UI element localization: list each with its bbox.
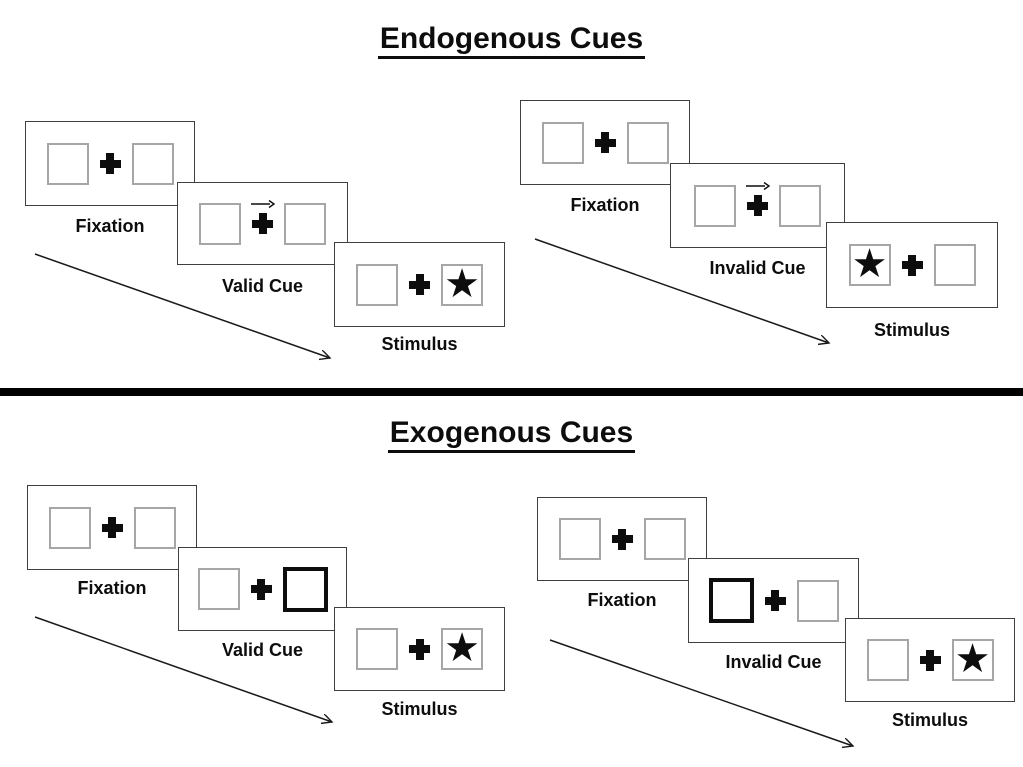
endo-invalid-fixation-label: Fixation [570,195,640,215]
endo-invalid-cue-label: Invalid Cue [709,258,806,278]
fixation-cross-icon [765,590,786,611]
fixation-cross-icon [595,132,616,153]
endo-valid-fixation-label: Fixation [75,216,145,236]
exo-valid-stimulus-panel: ★ [334,607,505,691]
left-placeholder-box [356,628,398,670]
left-placeholder-box [46,142,89,185]
right-placeholder-box [284,202,326,245]
exo-valid-timeline-arrow [34,616,332,722]
right-placeholder-box [133,506,176,549]
left-placeholder-box [197,568,240,610]
fixation-cross-icon [612,529,633,550]
fixation-cross-icon [409,639,430,660]
endo-valid-fixation-panel [25,121,195,206]
endo-valid-stimulus-panel: ★ [334,242,505,327]
exo-valid-cue-label: Valid Cue [221,640,304,660]
exo-valid-fixation-label: Fixation [77,578,147,598]
endo-invalid-cue-panel [670,163,845,248]
fixation-cross-icon [102,517,123,538]
left-placeholder-box [541,121,584,164]
fixation-cross-icon [100,153,121,174]
exogenous-title: Exogenous Cues [387,416,636,453]
fixation-cross-icon [251,579,272,600]
left-placeholder-box [694,184,736,227]
fixation-cross-icon [920,650,941,671]
left-target-box: ★ [848,242,891,286]
cue-arrow-right-icon [745,181,770,191]
exo-invalid-stimulus-label: Stimulus [891,710,968,730]
right-target-box: ★ [441,261,483,306]
right-cue-highlight-box [282,566,328,612]
exo-invalid-cue-label: Invalid Cue [725,652,822,672]
left-placeholder-box [48,506,91,549]
endo-valid-timeline-arrow [34,253,330,358]
right-placeholder-box [643,518,686,560]
exo-invalid-cue-panel [688,558,859,643]
left-placeholder-box [558,518,601,560]
right-placeholder-box [779,184,821,227]
endo-invalid-stimulus-panel: ★ [826,222,998,308]
star-icon: ★ [444,626,480,670]
left-placeholder-box [199,202,241,245]
left-cue-highlight-box [708,578,754,623]
right-placeholder-box [131,142,174,185]
cue-arrow-right-icon [250,199,275,209]
exo-valid-cue-panel [178,547,347,631]
exo-invalid-fixation-label: Fixation [587,590,657,610]
star-icon: ★ [444,261,480,306]
star-icon: ★ [954,637,991,681]
endo-invalid-fixation-panel [520,100,690,185]
right-target-box: ★ [951,637,994,681]
fixation-cross-icon [252,213,273,234]
exo-valid-stimulus-label: Stimulus [381,699,458,719]
exo-invalid-fixation-panel [537,497,707,581]
endo-valid-cue-panel [177,182,348,265]
endo-valid-stimulus-label: Stimulus [381,334,458,354]
endogenous-title: Endogenous Cues [377,22,646,59]
endo-invalid-stimulus-label: Stimulus [873,320,950,340]
section-divider [0,388,1023,396]
endo-valid-cue-label: Valid Cue [221,276,304,296]
right-placeholder-box [933,244,976,286]
left-placeholder-box [866,639,909,681]
left-placeholder-box [356,263,398,306]
right-placeholder-box [626,121,669,164]
endo-invalid-timeline-arrow [534,238,829,343]
right-target-box: ★ [441,628,483,670]
fixation-cross-icon [902,255,923,276]
fixation-cross-icon [747,195,768,216]
right-placeholder-box [796,579,839,622]
star-icon: ★ [851,242,888,286]
exo-valid-fixation-panel [27,485,197,570]
exo-invalid-stimulus-panel: ★ [845,618,1015,702]
exogenous-title-row: Exogenous Cues [0,416,1023,453]
endogenous-title-row: Endogenous Cues [0,22,1023,59]
fixation-cross-icon [409,274,430,295]
